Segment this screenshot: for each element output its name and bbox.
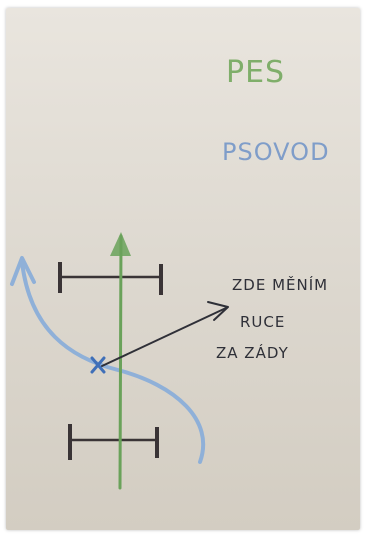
note-pointer-arrow	[101, 301, 229, 367]
legend-psovod-label: PSOVOD	[222, 138, 330, 166]
paper-sheet	[6, 8, 360, 530]
center-arrow	[110, 232, 131, 490]
lower-obstacle	[68, 424, 159, 460]
upper-obstacle	[58, 262, 163, 295]
note-line-2: RUCE	[240, 313, 285, 331]
note-line-1: ZDE MĚNÍM	[232, 275, 328, 294]
dog-path-curve	[20, 260, 206, 464]
note-line-3: ZA ZÁDY	[216, 343, 289, 362]
legend-pes-label: PES	[226, 55, 285, 90]
dog-path-arrowhead	[10, 256, 36, 286]
hand-change-marker-icon	[90, 356, 106, 374]
